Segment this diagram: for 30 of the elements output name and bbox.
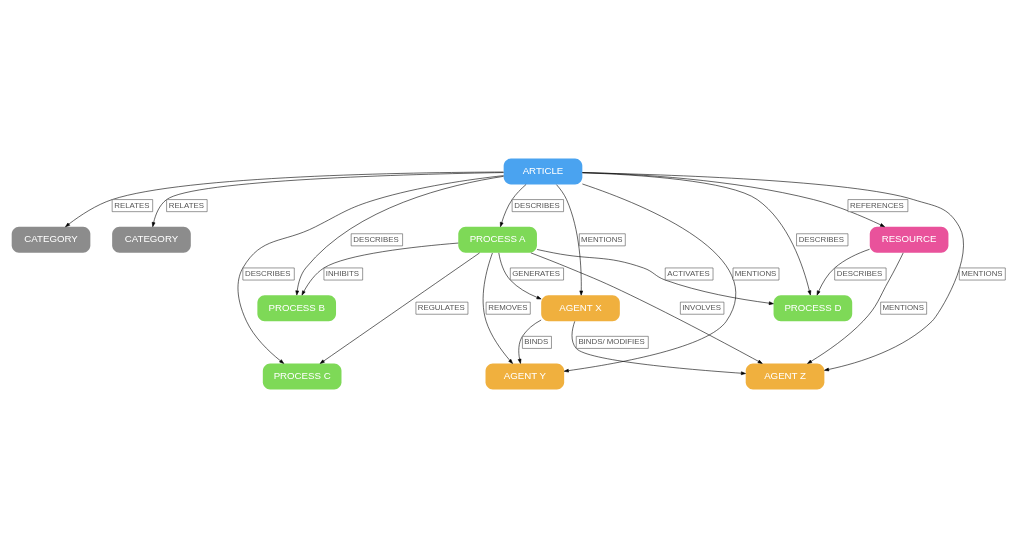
arrow: [301, 242, 459, 296]
node-box: PROCESS B: [257, 295, 337, 322]
arrow: [536, 249, 774, 305]
arrow: [499, 184, 527, 227]
arrow: [556, 184, 584, 296]
node-box: AGENT Y: [485, 363, 565, 390]
arrow: [571, 321, 746, 375]
arrow: [807, 252, 904, 364]
node-box: PROCESS A: [458, 226, 537, 253]
arrow: [530, 252, 763, 364]
arrow: [582, 172, 812, 296]
arrow: [237, 175, 504, 364]
node-box: AGENT X: [541, 295, 620, 322]
node-box: CATEGORY: [112, 226, 191, 253]
node-box: RESOURCE: [869, 226, 949, 253]
arrow: [517, 319, 542, 364]
node-box: PROCESS D: [773, 295, 853, 322]
arrow: [498, 252, 542, 300]
arrow: [295, 176, 504, 296]
node-box: CATEGORY: [11, 226, 91, 253]
node-box: AGENT Z: [745, 363, 825, 390]
arrow: [65, 171, 504, 228]
node-box: PROCESS C: [262, 363, 342, 390]
arrow: [151, 172, 504, 228]
arrow: [582, 172, 964, 372]
arrow: [563, 183, 736, 373]
arrow: [816, 248, 870, 296]
node-box: ARTICLE: [503, 158, 583, 185]
arrow: [482, 252, 513, 364]
arrow: [319, 252, 480, 364]
